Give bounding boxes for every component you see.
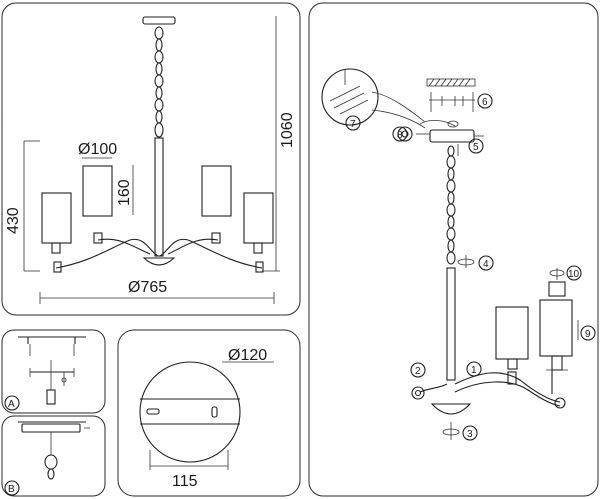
- canopy-plate: [21, 423, 81, 433]
- shade-1: [41, 192, 72, 244]
- step-9-label: 9: [585, 329, 591, 340]
- chain: [154, 26, 164, 138]
- assembly-shade-right: [539, 299, 573, 357]
- canopy-detail-panel: Ø120 115: [117, 329, 301, 497]
- step-7-label: 7: [350, 119, 356, 130]
- socket-3: [211, 232, 221, 244]
- badge-a-label: A: [8, 399, 15, 410]
- ceiling-hatch: [426, 78, 476, 87]
- drill-handle: [46, 389, 56, 405]
- mount-spacing-label: 115: [172, 473, 198, 490]
- hook-ring: [44, 454, 58, 470]
- step-3-label: 3: [467, 429, 473, 440]
- central-rod: [154, 137, 164, 257]
- arm-left: [55, 238, 159, 269]
- step-4-label: 4: [483, 259, 489, 270]
- socket-4: [253, 242, 263, 254]
- step-badges: 1 2 3 4 5 6 7 8 9 10: [345, 93, 596, 441]
- step-5-label: 5: [473, 142, 479, 153]
- arm-inner-left: [97, 238, 151, 255]
- bottom-hub: [142, 257, 176, 266]
- height-body-label: 430: [5, 207, 22, 234]
- assembly-canopy: [429, 129, 475, 143]
- badge-b: [4, 480, 20, 496]
- shade-diameter-label: Ø100: [78, 141, 117, 158]
- assembly-chain: [446, 145, 456, 265]
- canopy: [142, 16, 176, 25]
- wiring-callout: [321, 68, 379, 126]
- badge-a: [4, 395, 20, 411]
- canopy-diameter-label: Ø120: [228, 347, 267, 364]
- assembly-panel: 1 2 3 4 5 6 7 8 9 10: [308, 2, 599, 497]
- shade-4: [243, 192, 274, 244]
- arm-inner-right: [167, 238, 219, 255]
- shade-3: [201, 165, 232, 217]
- assembly-hub: [430, 403, 472, 415]
- slot-left: [146, 408, 160, 415]
- ring-icon: [397, 126, 413, 142]
- assembly-rod: [446, 267, 456, 381]
- canopy-circle: [139, 361, 241, 463]
- socket-ring: [548, 281, 566, 297]
- span-diameter-label: Ø765: [128, 279, 167, 296]
- dimensions-panel: 1060 430 Ø100 160 Ø765: [1, 2, 301, 316]
- step-1-label: 1: [471, 365, 477, 376]
- height-total-label: 1060: [279, 112, 296, 148]
- shade-2: [82, 165, 113, 217]
- socket-1: [51, 242, 61, 254]
- mounting-panel-b: B: [1, 415, 106, 497]
- arm-right: [159, 238, 263, 269]
- assembly-shade-left: [495, 306, 529, 360]
- holder-1: [53, 261, 62, 273]
- badge-b-label: B: [8, 484, 15, 495]
- step-10-label: 10: [568, 269, 580, 280]
- step-8-label: 8: [397, 130, 403, 141]
- step-2-label: 2: [415, 366, 421, 377]
- holder-4: [255, 261, 264, 273]
- slot-right: [211, 406, 218, 418]
- dimension-lines: [23, 16, 280, 304]
- step-6-label: 6: [482, 97, 488, 108]
- shade-height-label: 160: [116, 179, 133, 206]
- mounting-panel-a: A: [1, 329, 106, 414]
- socket-2: [93, 232, 103, 244]
